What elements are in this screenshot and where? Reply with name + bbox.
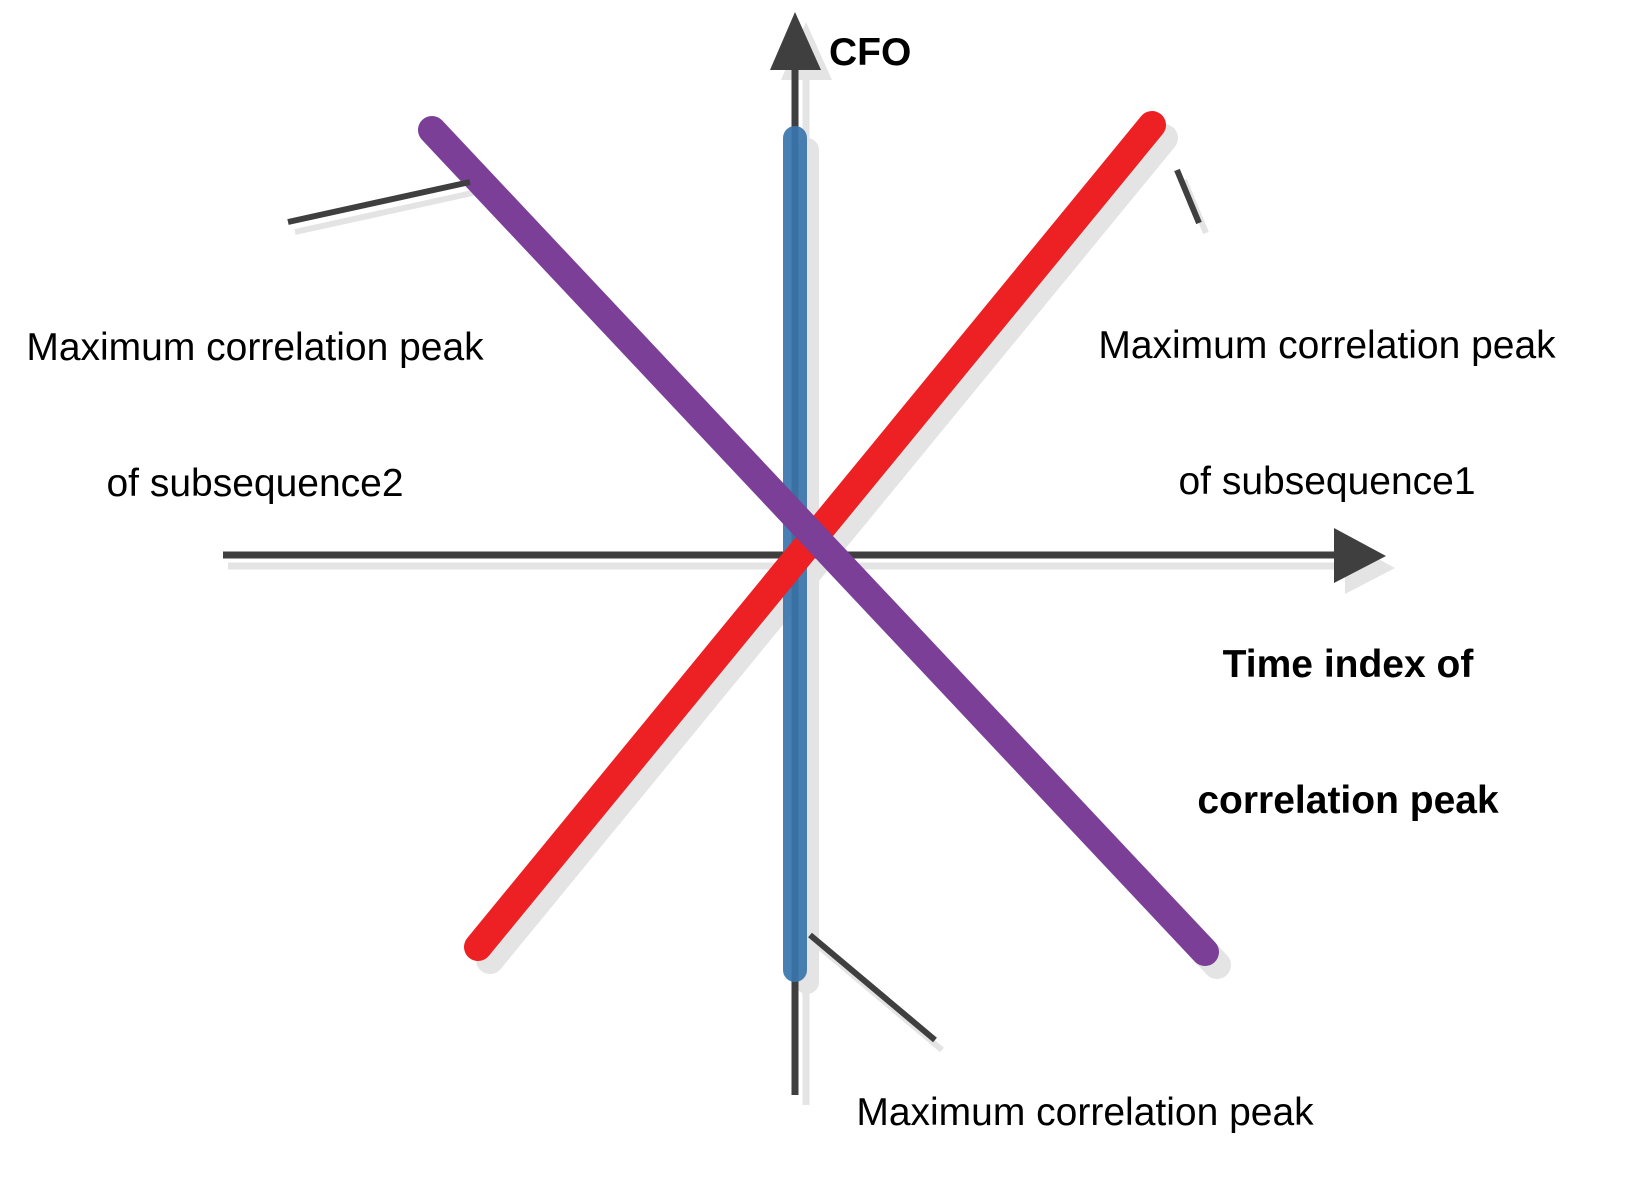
time-index-axis-label-line2: correlation peak: [1197, 779, 1499, 823]
pn-sequence-leader-shadow: [815, 942, 944, 1053]
subsequence2-leader-line: [287, 179, 471, 225]
annotation-subsequence1-line1: Maximum correlation peak: [1098, 324, 1556, 368]
cfo-axis-label: CFO: [829, 31, 912, 74]
subsequence2-leader-shadow: [294, 189, 478, 235]
time-index-axis-label: Time index of correlation peak: [1148, 552, 1548, 914]
annotation-subsequence2: Maximum correlation peak of subsequence2: [10, 235, 500, 597]
annotation-pn-sequence: Maximum correlation peak of typical PN-s…: [840, 1000, 1330, 1183]
annotation-subsequence1: Maximum correlation peak of subsequence1: [1082, 233, 1572, 595]
data-line-layer: [418, 111, 1219, 982]
pn-sequence-leader-line: [808, 932, 937, 1043]
annotation-subsequence2-line2: of subsequence2: [106, 462, 404, 506]
annotation-subsequence2-line1: Maximum correlation peak: [26, 326, 484, 370]
y-axis-arrowhead: [770, 12, 821, 70]
annotation-subsequence1-line2: of subsequence1: [1178, 460, 1476, 504]
subsequence1-leader-line: [1174, 168, 1202, 225]
annotation-pn-sequence-line1: Maximum correlation peak: [856, 1091, 1314, 1135]
leader-line-layer: [287, 168, 1202, 1043]
time-index-axis-label-line1: Time index of: [1222, 643, 1474, 687]
subsequence2-line[interactable]: [418, 116, 1219, 966]
x-axis-arrowhead: [1334, 528, 1386, 583]
